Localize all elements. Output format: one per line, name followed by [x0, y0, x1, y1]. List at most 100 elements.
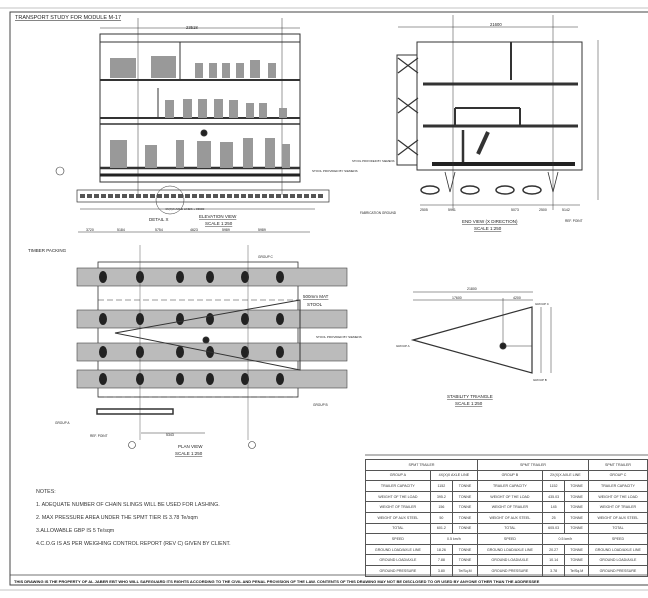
table-cell: GROUND LOAD/AXLE LINE	[365, 543, 431, 556]
stability-right-dim: 4200	[513, 296, 521, 300]
drawing-title: TRANSPORT STUDY FOR MODULE M-17	[15, 15, 121, 21]
plan-bottom-dim: 5343	[166, 433, 174, 437]
table-cell: GROUND PRESSURE	[477, 564, 543, 577]
table-cell: GROUP C	[587, 469, 648, 482]
mat-label: 500mm MAT	[303, 294, 329, 299]
table-cell: GROUND LOAD/AXLE	[587, 554, 648, 566]
table-cell: 20.27	[541, 543, 566, 556]
table-cell: TRAILER CAPACITY	[587, 480, 648, 492]
elevation-axle-note: 4X(X)X AXLE LINES + 33600	[165, 207, 205, 211]
plan-ref-point: REF. POINT	[90, 434, 108, 438]
note-item: 2. MAX PRESSURE AREA UNDER THE SPMT TIER…	[36, 515, 198, 521]
table-cell: TONNE	[451, 543, 479, 556]
note-item: 3.ALLOWABLE GBP IS 5 Te/sqm	[36, 528, 115, 534]
table-cell: SPMT TRAILER	[364, 459, 479, 471]
timber-packing-label: TIMBER PACKING	[28, 248, 67, 253]
end-view	[396, 15, 599, 210]
table-cell: SPEED	[587, 533, 648, 545]
note-item: 4.C.O.G IS AS PER WEIGHING CONTROL REPOR…	[36, 541, 231, 547]
table-cell: WEIGHT OF THE LOAD	[587, 490, 648, 503]
table-cell: TONNE	[451, 490, 479, 503]
table-cell: TRAILER CAPACITY	[477, 480, 543, 492]
end-view-dim: 2505	[420, 208, 428, 212]
table-cell: GROUND LOAD/AXLE LINE	[477, 543, 543, 556]
stability-triangle	[410, 291, 552, 374]
table-cell: 0.5 km/h	[429, 533, 479, 545]
elevation-stool-note: STOOL PROVIDED BY SIEMENS	[312, 169, 358, 173]
end-view-scale: SCALE 1:250	[474, 226, 502, 231]
table-cell: WEIGHT OF TRAILER	[587, 501, 648, 513]
notes-heading: NOTES:	[36, 489, 56, 495]
stability-group-b: GROUP B	[533, 378, 547, 382]
table-cell: WEIGHT OF AUX STEEL	[587, 511, 648, 524]
table-cell: TONNE	[451, 511, 479, 524]
detail-x-label: DETAIL X	[149, 217, 169, 222]
plan-group-b-label: GROUP B	[313, 403, 328, 407]
end-view-dim: 5941	[448, 208, 456, 212]
table-cell: TONNE	[564, 511, 589, 524]
table-cell: TONNE	[451, 554, 479, 566]
table-cell: TONNE	[564, 480, 589, 492]
plan-view-title: PLAN VIEW	[178, 444, 203, 449]
plan-dim: 4623	[190, 228, 198, 232]
stability-group-a: GROUP A	[396, 344, 410, 348]
table-cell: Te/Sq.M	[451, 564, 479, 577]
table-cell: TOTAL	[587, 522, 648, 535]
stability-left-dim: 17600	[452, 296, 462, 300]
stool-label: STOOL	[307, 302, 323, 307]
table-cell: 0.5 km/h	[541, 533, 589, 545]
table-cell: GROUP B	[477, 469, 543, 482]
table-cell: WEIGHT OF TRAILER	[477, 501, 543, 513]
table-cell: 145	[541, 501, 566, 513]
end-view-ref-point: REF. POINT	[565, 219, 583, 223]
end-view-stool-note: STOOL PROVIDED BY SIEMENS	[352, 159, 395, 163]
table-cell: TOTAL	[477, 522, 543, 535]
table-cell: TRAILER CAPACITY	[365, 480, 431, 492]
table-cell: Te/Sq.M	[564, 564, 589, 577]
plan-dim: 5754	[155, 228, 163, 232]
table-cell: 1152	[429, 480, 453, 492]
table-cell: GROUND LOAD/AXLE LINE	[587, 543, 648, 556]
table-cell: WEIGHT OF AUX STEEL	[477, 511, 543, 524]
sheet-border	[9, 11, 648, 586]
stability-title: STABILITY TRIANGLE	[447, 394, 493, 399]
elevation-overall-dim: 23518	[186, 25, 198, 30]
plan-dim: 5184	[117, 228, 125, 232]
table-cell: 25	[541, 511, 566, 524]
end-view-overall-dim: 21600	[490, 22, 502, 27]
plan-dim: 5989	[222, 228, 230, 232]
notes-block: NOTES: 1. ADEQUATE NUMBER OF CHAIN SLING…	[36, 486, 231, 551]
table-cell: TONNE	[451, 501, 479, 513]
stability-total-dim: 21800	[467, 287, 477, 291]
table-cell: SPMT TRAILER	[477, 459, 589, 471]
table-cell: WEIGHT OF AUX STEEL	[365, 511, 431, 524]
plan-group-c-label: GROUP C	[258, 255, 274, 259]
table-cell: TONNE	[451, 522, 479, 535]
fabrication-ground-label: FABRICATION GROUND	[360, 211, 397, 215]
table-cell: SPMT TRAILER	[587, 459, 648, 471]
disclaimer: THIS DRAWING IS THE PROPERTY OF AL JABER…	[14, 579, 540, 584]
table-cell: GROUND PRESSURE	[587, 564, 648, 577]
table-cell: TONNE	[564, 554, 589, 566]
table-cell: GROUND PRESSURE	[365, 564, 431, 577]
table-cell: 601.2	[429, 522, 453, 535]
table-cell: WEIGHT OF TRAILER	[365, 501, 431, 513]
table-cell: TONNE	[564, 490, 589, 503]
table-cell: 2X(X)X AXLE LINE	[541, 469, 589, 482]
plan-dim: 3720	[86, 228, 94, 232]
table-cell: GROUND LOAD/AXLE	[477, 554, 543, 566]
plan-stool-note: STOOL PROVIDED BY SIEMENS	[316, 335, 362, 339]
table-cell: 50	[429, 511, 453, 524]
plan-view-scale: SCALE 1:250	[175, 451, 203, 456]
